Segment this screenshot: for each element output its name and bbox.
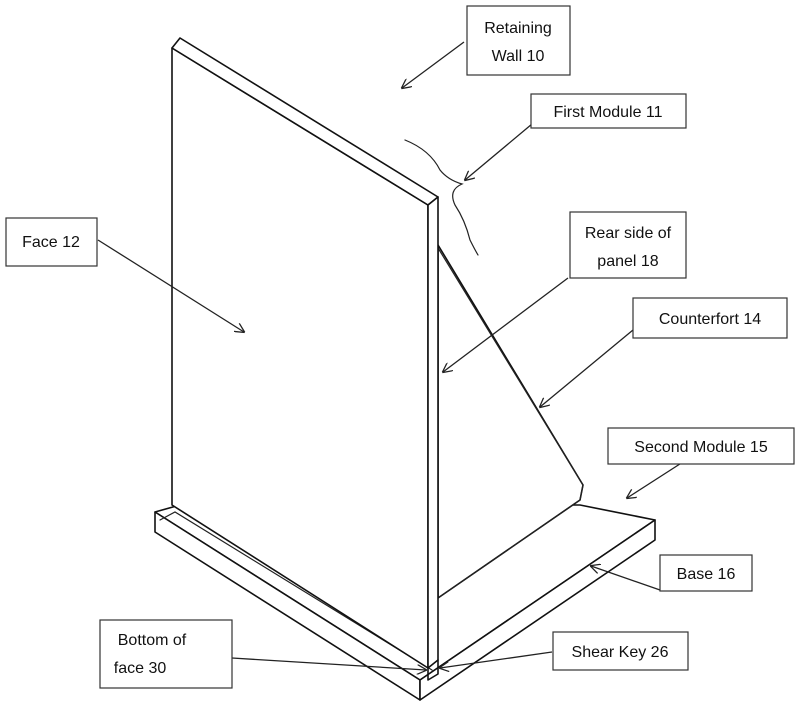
bottom-of-face-label-line1: Bottom of <box>118 632 187 649</box>
second-module-label: Second Module 15 <box>634 439 768 456</box>
base-label: Base 16 <box>677 566 736 583</box>
label-counterfort: Counterfort 14 <box>632 297 788 339</box>
rear-side-label-line2: panel 18 <box>597 253 658 270</box>
label-first-module: First Module 11 <box>530 93 687 129</box>
label-shear-key: Shear Key 26 <box>552 631 689 671</box>
face-panel <box>171 37 439 669</box>
first-module-label: First Module 11 <box>553 104 662 121</box>
leader-lines <box>97 41 684 670</box>
first-module-brace <box>404 139 479 256</box>
retaining-wall-label-line1: Retaining <box>484 20 552 37</box>
shear-key-label: Shear Key 26 <box>572 644 669 661</box>
bottom-of-face-label-line2: face 30 <box>114 660 167 677</box>
counterfort-label: Counterfort 14 <box>659 311 761 328</box>
label-retaining-wall: Retaining Wall 10 <box>466 5 571 76</box>
shear-key <box>427 659 439 681</box>
retaining-wall-label-line2: Wall 10 <box>492 48 545 65</box>
label-rear-side: Rear side of panel 18 <box>569 211 687 279</box>
label-bottom-of-face: Bottom of face 30 <box>99 619 233 689</box>
label-base: Base 16 <box>659 554 753 592</box>
label-second-module: Second Module 15 <box>607 427 795 465</box>
counterfort <box>437 244 584 599</box>
rear-side-label-line1: Rear side of <box>585 225 672 242</box>
label-face: Face 12 <box>5 217 98 267</box>
face-label: Face 12 <box>22 234 80 251</box>
